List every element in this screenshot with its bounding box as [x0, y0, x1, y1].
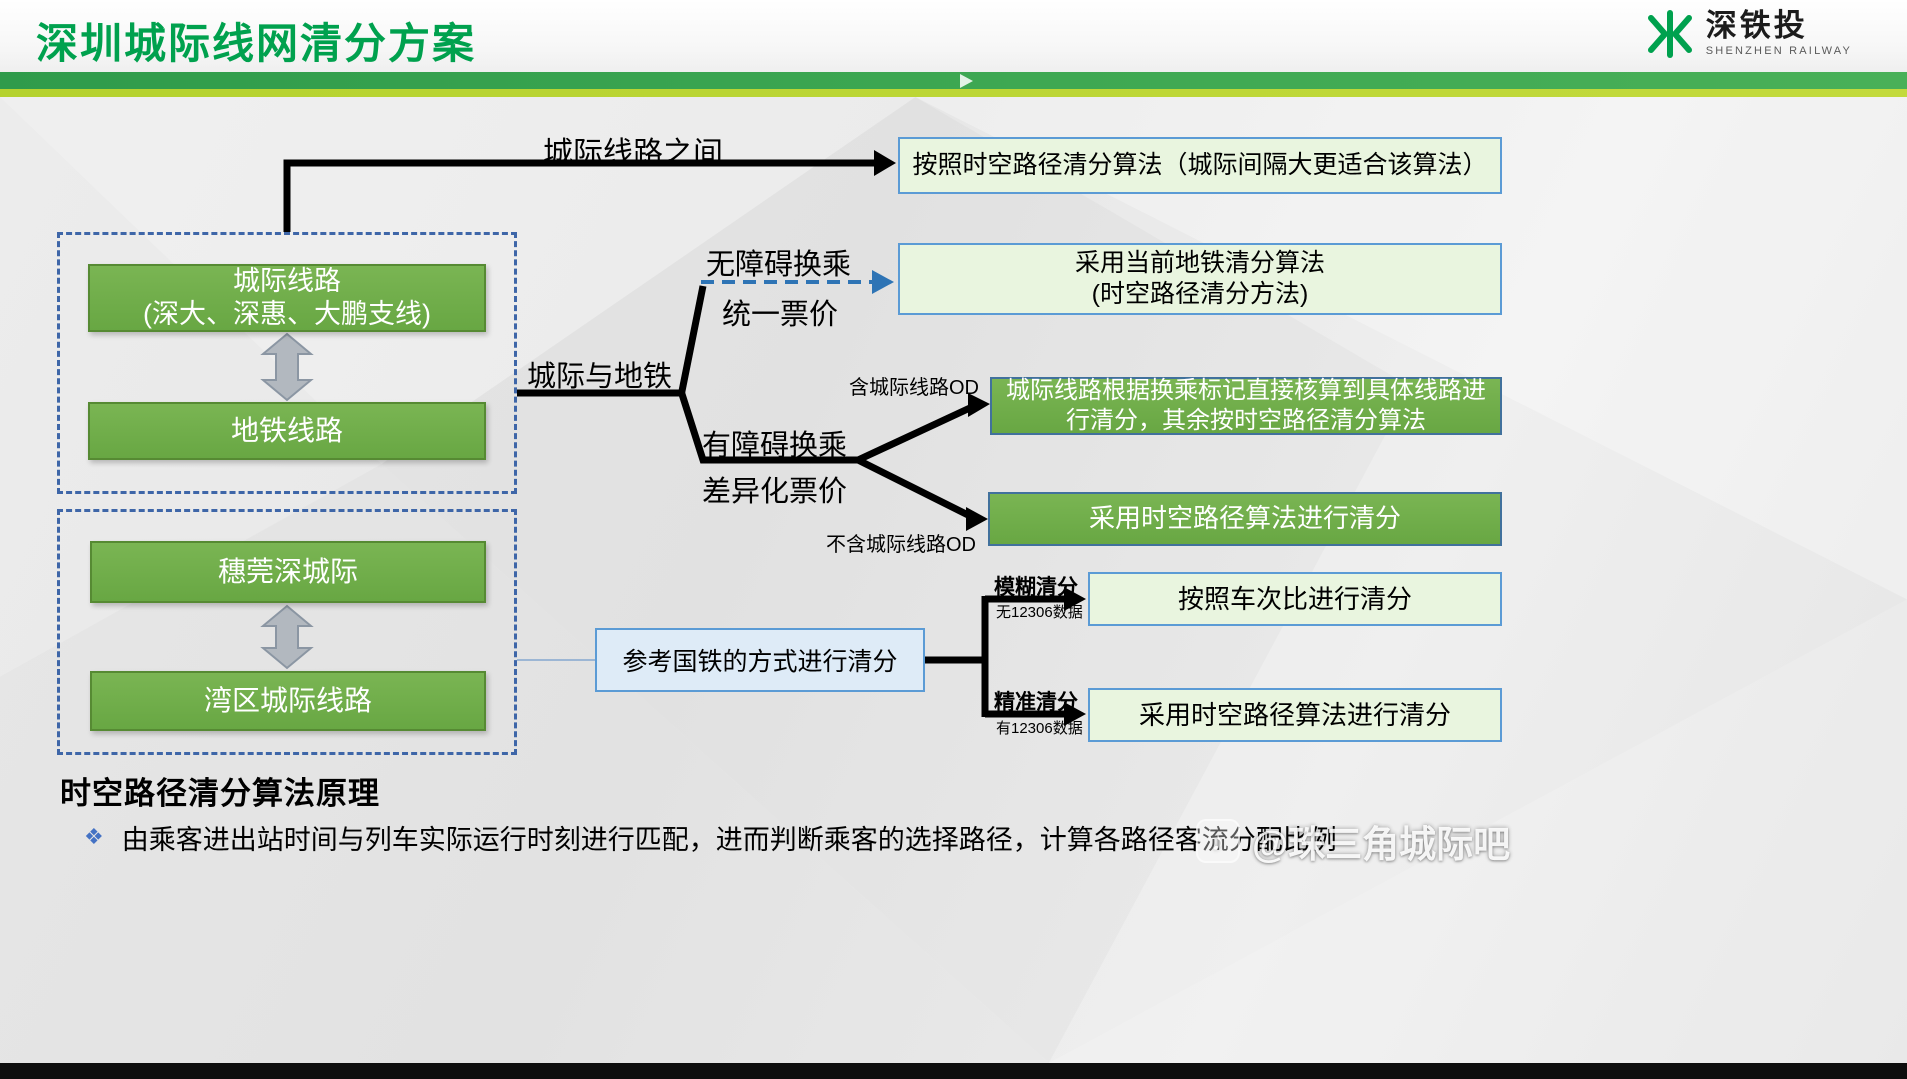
- node-intercity-lines-line1: 城际线路: [233, 266, 341, 297]
- result-without-od-clearing: 采用时空路径算法进行清分: [988, 492, 1502, 546]
- label-intercity-metro: 城际与地铁: [527, 361, 673, 393]
- principle-bullet: ❖ 由乘客进出站时间与列车实际运行时刻进行匹配，进而判断乘客的选择路径，计算各路…: [84, 818, 1337, 857]
- page-title: 深圳城际线网清分方案: [36, 20, 477, 67]
- label-differential-fare: 差异化票价: [702, 476, 848, 508]
- result-current-metro-line2: (时空路径清分方法): [1091, 280, 1309, 308]
- node-suiwanshen: 穗莞深城际: [90, 541, 486, 603]
- logo-subtitle: SHENZHEN RAILWAY: [1705, 45, 1852, 57]
- divider-bar-green: [0, 72, 1907, 89]
- bottom-letterbox-bar: [0, 1063, 1907, 1079]
- label-unified-fare: 统一票价: [722, 299, 839, 331]
- railway-logo-icon: [1647, 10, 1692, 58]
- principle-heading: 时空路径清分算法原理: [60, 776, 380, 811]
- logo-text: 深铁投 SHENZHEN RAILWAY: [1706, 10, 1852, 57]
- label-with-intercity-od: 含城际线路OD: [849, 377, 979, 399]
- label-intercity-between: 城际线路之间: [543, 137, 723, 170]
- result-train-ratio-clearing: 按照车次比进行清分: [1088, 572, 1502, 626]
- node-national-rail-method: 参考国铁的方式进行清分: [595, 628, 925, 692]
- label-no-12306-data: 无12306数据: [996, 604, 1083, 621]
- label-barrier-transfer: 有障碍换乘: [702, 430, 848, 462]
- label-has-12306-data: 有12306数据: [996, 720, 1083, 737]
- result-current-metro-line1: 采用当前地铁清分算法: [1074, 248, 1325, 277]
- divider-arrow-icon: [960, 74, 973, 88]
- result-spacetime-path-between: 按照时空路径清分算法（城际间隔大更适合该算法）: [898, 137, 1502, 194]
- watermark-text: @珠三角城际吧: [1252, 824, 1511, 865]
- label-barrier-free-transfer: 无障碍换乘: [706, 249, 852, 281]
- watermark-note-icon: ♪: [1196, 819, 1240, 863]
- label-fuzzy-clearing: 模糊清分: [994, 576, 1078, 599]
- node-intercity-lines: 城际线路 (深大、深惠、大鹏支线): [88, 264, 486, 332]
- company-logo: 深铁投 SHENZHEN RAILWAY: [1646, 10, 1852, 58]
- group-regional-intercity: [57, 509, 517, 755]
- result-spacetime-path-clearing: 采用时空路径算法进行清分: [1088, 688, 1502, 742]
- group-intercity-metro: [57, 232, 517, 494]
- logo-name: 深铁投: [1705, 8, 1808, 44]
- principle-bullet-text: 由乘客进出站时间与列车实际运行时刻进行匹配，进而判断乘客的选择路径，计算各路径客…: [121, 825, 1337, 855]
- label-precise-clearing: 精准清分: [994, 691, 1078, 714]
- node-metro-lines: 地铁线路: [88, 402, 486, 460]
- result-current-metro-algorithm: 采用当前地铁清分算法 (时空路径清分方法): [898, 243, 1502, 315]
- watermark: ♪ @珠三角城际吧: [1196, 814, 1510, 868]
- divider-bar-yellow: [0, 89, 1907, 97]
- header: 深圳城际线网清分方案 深铁投 SHENZHEN RAILWAY: [0, 0, 1907, 72]
- result-with-od-clearing: 城际线路根据换乘标记直接核算到具体线路进行清分，其余按时空路径清分算法: [990, 377, 1502, 435]
- node-intercity-lines-line2: (深大、深惠、大鹏支线): [143, 299, 431, 329]
- label-without-intercity-od: 不含城际线路OD: [826, 534, 976, 556]
- diamond-bullet-icon: ❖: [84, 824, 104, 849]
- node-bayarea: 湾区城际线路: [90, 671, 486, 731]
